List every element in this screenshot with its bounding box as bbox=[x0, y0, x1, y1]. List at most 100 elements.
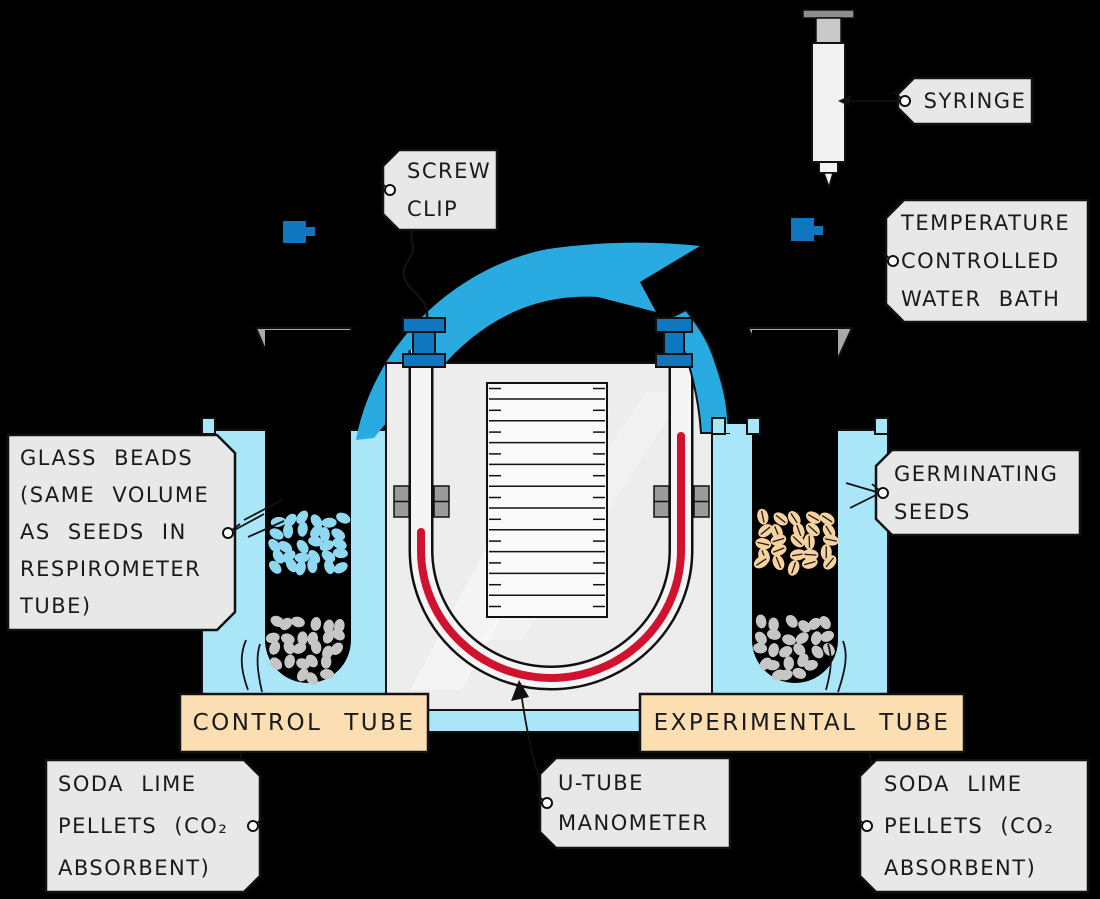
seed-crease bbox=[807, 513, 819, 522]
particle bbox=[782, 634, 796, 646]
seed-crease bbox=[825, 525, 833, 537]
particle bbox=[765, 659, 780, 671]
soda-lime-left-tag bbox=[44, 758, 265, 894]
particle bbox=[295, 560, 306, 576]
glass-beads-tag-hole bbox=[222, 527, 234, 539]
soda-lime-left-tag-string bbox=[256, 816, 265, 824]
seed-crease bbox=[755, 558, 767, 566]
test-tube bbox=[265, 330, 351, 683]
particle bbox=[332, 538, 347, 550]
screw-clip-tag-string bbox=[378, 180, 387, 188]
particle bbox=[269, 528, 284, 540]
syringe-plunger-flange bbox=[802, 9, 855, 19]
particle bbox=[285, 558, 298, 573]
soda-lime-left-tag-hole bbox=[247, 820, 259, 832]
germinating-seeds-tag-hole bbox=[877, 487, 889, 499]
seed-crease bbox=[821, 515, 833, 523]
particle bbox=[297, 521, 308, 537]
particle bbox=[793, 643, 806, 656]
particle bbox=[768, 643, 779, 658]
seed-crease bbox=[790, 513, 799, 524]
particle bbox=[283, 523, 294, 539]
germinating-leader bbox=[845, 482, 881, 494]
particle bbox=[320, 654, 332, 669]
test-tube bbox=[752, 330, 838, 683]
u-tube-manometer-tag-hole bbox=[541, 797, 553, 809]
particle bbox=[811, 645, 824, 659]
valve-left bbox=[402, 317, 446, 368]
water-bath-tag-string bbox=[881, 251, 890, 259]
particle bbox=[778, 669, 793, 681]
bath-rim-lip bbox=[746, 417, 761, 435]
particle bbox=[321, 550, 336, 563]
experimental-tube-assembly bbox=[746, 327, 854, 683]
particle bbox=[753, 642, 768, 654]
particle bbox=[322, 629, 334, 644]
soda-lime-right-tag bbox=[855, 758, 1090, 894]
particle bbox=[336, 512, 351, 524]
seed-crease bbox=[791, 553, 804, 557]
particle bbox=[292, 642, 307, 654]
u-tube-manometer-tag bbox=[535, 756, 732, 850]
glass-beads-tag-string bbox=[231, 523, 241, 531]
particle bbox=[269, 560, 282, 574]
soda-right-leader bbox=[825, 643, 832, 691]
particle bbox=[305, 654, 318, 668]
particle bbox=[820, 630, 835, 642]
particle bbox=[297, 631, 308, 646]
particle bbox=[779, 646, 793, 658]
germinating-seeds-tag-bg bbox=[874, 448, 1082, 537]
particle bbox=[331, 628, 345, 641]
seed-crease bbox=[772, 547, 785, 553]
particle bbox=[310, 514, 323, 529]
syringe-tag bbox=[893, 76, 1034, 126]
glass-beads-tag-bg bbox=[6, 433, 237, 632]
control-tube-plate bbox=[178, 692, 430, 754]
seed-crease bbox=[775, 556, 782, 569]
particle bbox=[319, 540, 335, 552]
water-bath-tag-bg bbox=[884, 198, 1090, 324]
seed-crease bbox=[760, 510, 765, 523]
seed-crease bbox=[792, 535, 803, 546]
particle bbox=[804, 659, 818, 671]
water-bath-tag bbox=[881, 198, 1090, 324]
capillary-curl bbox=[402, 224, 429, 319]
seed-crease bbox=[803, 560, 816, 566]
seed-crease bbox=[791, 562, 797, 574]
syringe-tag-bg bbox=[896, 76, 1034, 126]
particle bbox=[754, 631, 767, 645]
seed-crease bbox=[775, 514, 786, 524]
soda-lime-right-tag-hole bbox=[861, 820, 873, 832]
syringe bbox=[802, 9, 855, 190]
syringe-barrel bbox=[811, 42, 846, 163]
particle bbox=[768, 617, 779, 632]
screw-clip-tag-hole bbox=[384, 184, 396, 196]
screw-clip-left bbox=[283, 221, 315, 243]
particle bbox=[307, 558, 318, 574]
particle bbox=[332, 548, 348, 559]
particle bbox=[283, 640, 295, 655]
particle bbox=[278, 541, 293, 553]
screw-clip-tag-bg bbox=[381, 148, 499, 232]
seed-crease bbox=[760, 526, 771, 536]
particle bbox=[291, 616, 305, 628]
particle bbox=[281, 633, 295, 645]
particle bbox=[330, 642, 344, 655]
particle bbox=[319, 526, 330, 542]
control-tube-assembly bbox=[254, 327, 354, 685]
particle bbox=[808, 617, 821, 630]
particle bbox=[265, 632, 280, 644]
u-tube-arrowhead bbox=[511, 680, 529, 701]
particle bbox=[333, 562, 348, 574]
particle bbox=[819, 616, 831, 630]
particle bbox=[308, 536, 323, 547]
particle bbox=[810, 631, 822, 646]
particle bbox=[798, 620, 811, 633]
water-bath-tag-hole bbox=[887, 255, 899, 267]
syringe-plunger bbox=[815, 17, 842, 46]
soda-right-leader bbox=[837, 640, 847, 693]
soda-lime-right-tag-bg bbox=[858, 758, 1090, 894]
particle bbox=[324, 559, 335, 575]
soda-left-leader bbox=[240, 639, 249, 691]
